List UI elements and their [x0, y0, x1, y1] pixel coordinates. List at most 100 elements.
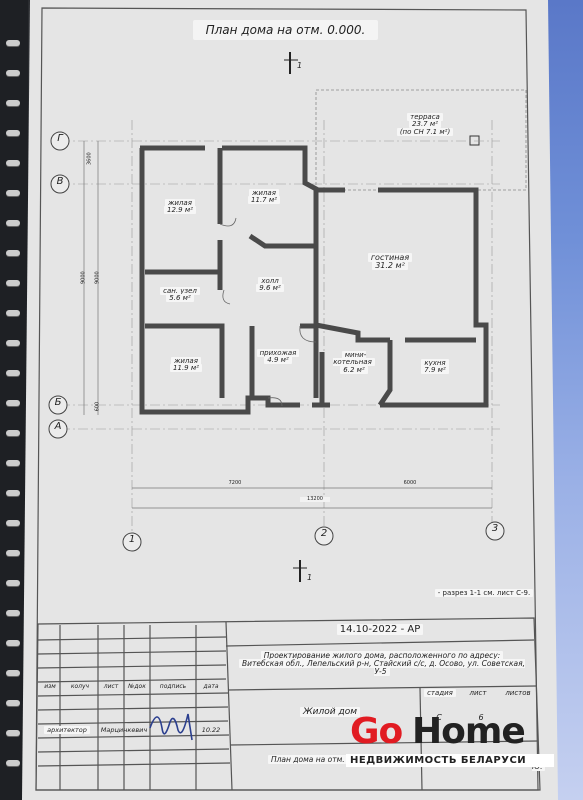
axis-label-v: В [56, 176, 64, 187]
binder-ring [6, 670, 20, 676]
axis-label-b: Б [54, 397, 62, 408]
room-terrace: терраса 23.7 м² (по СН 7.1 м²) [390, 113, 460, 136]
room-name: терраса [407, 113, 443, 121]
binder-ring [6, 100, 20, 106]
stamp-date: 10.22 [201, 726, 221, 734]
stamp-sheets-header: листов [505, 689, 531, 697]
stamp-code: 14.10-2022 - АР [320, 624, 440, 636]
stamp-project-line1: Проектирование жилого дома, расположенно… [260, 651, 504, 660]
stamp-col-list: лист [103, 683, 119, 690]
binder-ring [6, 580, 20, 586]
binder-ring [6, 310, 20, 316]
walls [139, 145, 489, 415]
binder-ring [6, 400, 20, 406]
room-area: 4.9 м² [264, 356, 292, 365]
stamp-project: Проектирование жилого дома, расположенно… [232, 651, 532, 676]
binder-ring [6, 40, 20, 46]
binder-ring [6, 160, 20, 166]
stamp-stage-header-text: стадия [424, 689, 456, 697]
room-hall: холл 9.6 м² [250, 277, 290, 293]
dim-13200: 13200 [300, 496, 330, 503]
title-block [35, 617, 541, 791]
section-note-text: - разрез 1-1 см. лист С-9. [434, 589, 534, 597]
room-bathroom: сан. узел 5.6 м² [150, 287, 210, 303]
room-area: 7.9 м² [421, 366, 449, 375]
stamp-project-line2: Витебская обл., Лепельский р-н, Стайский… [239, 658, 525, 676]
logo-home: Home [412, 711, 526, 752]
axis-label-1: 1 [128, 534, 136, 545]
binder-ring [6, 730, 20, 736]
dim-6000: 6000 [403, 480, 417, 486]
binder-ring [6, 550, 20, 556]
binder-rings [0, 0, 28, 800]
stamp-col-koluch: колуч [70, 683, 90, 690]
stamp-role: архитектор [36, 726, 98, 734]
room-boiler: мини-котельная 6.2 м² [322, 351, 386, 374]
room-living-1: жилая 12.9 м² [160, 199, 200, 215]
binder-ring [6, 610, 20, 616]
axis-label-g: Г [57, 133, 63, 144]
room-name: мини-котельная [333, 351, 375, 367]
stamp-sheet-value: 6 [478, 713, 484, 722]
stamp-col-ndok: №док [128, 683, 146, 690]
dim-left-3: 600 [94, 401, 101, 412]
terrace-post [469, 135, 480, 146]
room-area: 12.9 м² [164, 206, 196, 215]
binder-ring [6, 280, 20, 286]
room-area: 23.7 м² [409, 120, 441, 129]
room-area: 11.7 м² [248, 196, 280, 205]
axis-label-3: 3 [491, 523, 499, 534]
stamp-role-text: архитектор [44, 726, 90, 734]
binder-ring [6, 760, 20, 766]
binder-ring [6, 220, 20, 226]
dim-left-1: 3600 [86, 152, 93, 165]
room-entry: прихожая 4.9 м² [252, 349, 304, 365]
axis-label-2: 2 [320, 528, 328, 539]
binder-ring [6, 520, 20, 526]
room-name: прихожая [256, 349, 300, 357]
binder-ring [6, 340, 20, 346]
section-mark-top: 1 [297, 61, 303, 70]
room-name: сан. узел [160, 287, 200, 295]
room-name: жилая [165, 199, 195, 207]
logo-tagline: НЕДВИЖИМОСТЬ БЕЛАРУСИ [346, 754, 554, 767]
stamp-col-data: дата [203, 683, 219, 690]
stamp-sheet-header: лист [469, 689, 487, 697]
section-mark-bottom: 1 [307, 573, 313, 582]
logo-go: Go [350, 711, 403, 752]
gohome-logo: Go Home НЕДВИЖИМОСТЬ БЕЛАРУСИ [346, 711, 554, 774]
room-kitchen: кухня 7.9 м² [410, 359, 460, 375]
room-living-3: жилая 11.9 м² [166, 357, 206, 373]
binder-ring [6, 130, 20, 136]
room-name: гостиная [367, 253, 413, 262]
stamp-stage-value: С [436, 713, 442, 722]
room-name: жилая [171, 357, 201, 365]
door-swings [219, 217, 317, 407]
stamp-drawing: План дома на отм. 0.000 [268, 755, 418, 764]
room-area: 11.9 м² [170, 364, 202, 373]
binder-ring [6, 490, 20, 496]
section-note: - разрез 1-1 см. лист С-9. [424, 589, 544, 597]
room-area: 31.2 м² [372, 261, 408, 271]
signature [149, 713, 193, 741]
dim-7200: 7200 [228, 480, 242, 486]
stamp-object: Жилой дом [290, 707, 370, 717]
room-area: 5.6 м² [166, 294, 194, 303]
stamp-person: Марцинкевич [100, 726, 148, 734]
room-name: жилая [249, 189, 279, 197]
page-title: План дома на отм. 0.000. [193, 20, 378, 40]
stamp-object-text: Жилой дом [299, 707, 361, 717]
stamp-stage-header: стадия [420, 689, 460, 697]
room-area: 9.6 м² [256, 284, 284, 293]
dim-left-2: 9000 [80, 271, 87, 284]
stamp-col-izm: изм [44, 683, 56, 690]
axis-markers [48, 131, 505, 552]
paper-sheet [22, 0, 558, 800]
binder-ring [6, 370, 20, 376]
binder-ring [6, 250, 20, 256]
room-area: 6.2 м² [340, 365, 368, 374]
binder-ring [6, 70, 20, 76]
room-note: (по СН 7.1 м²) [396, 127, 454, 136]
